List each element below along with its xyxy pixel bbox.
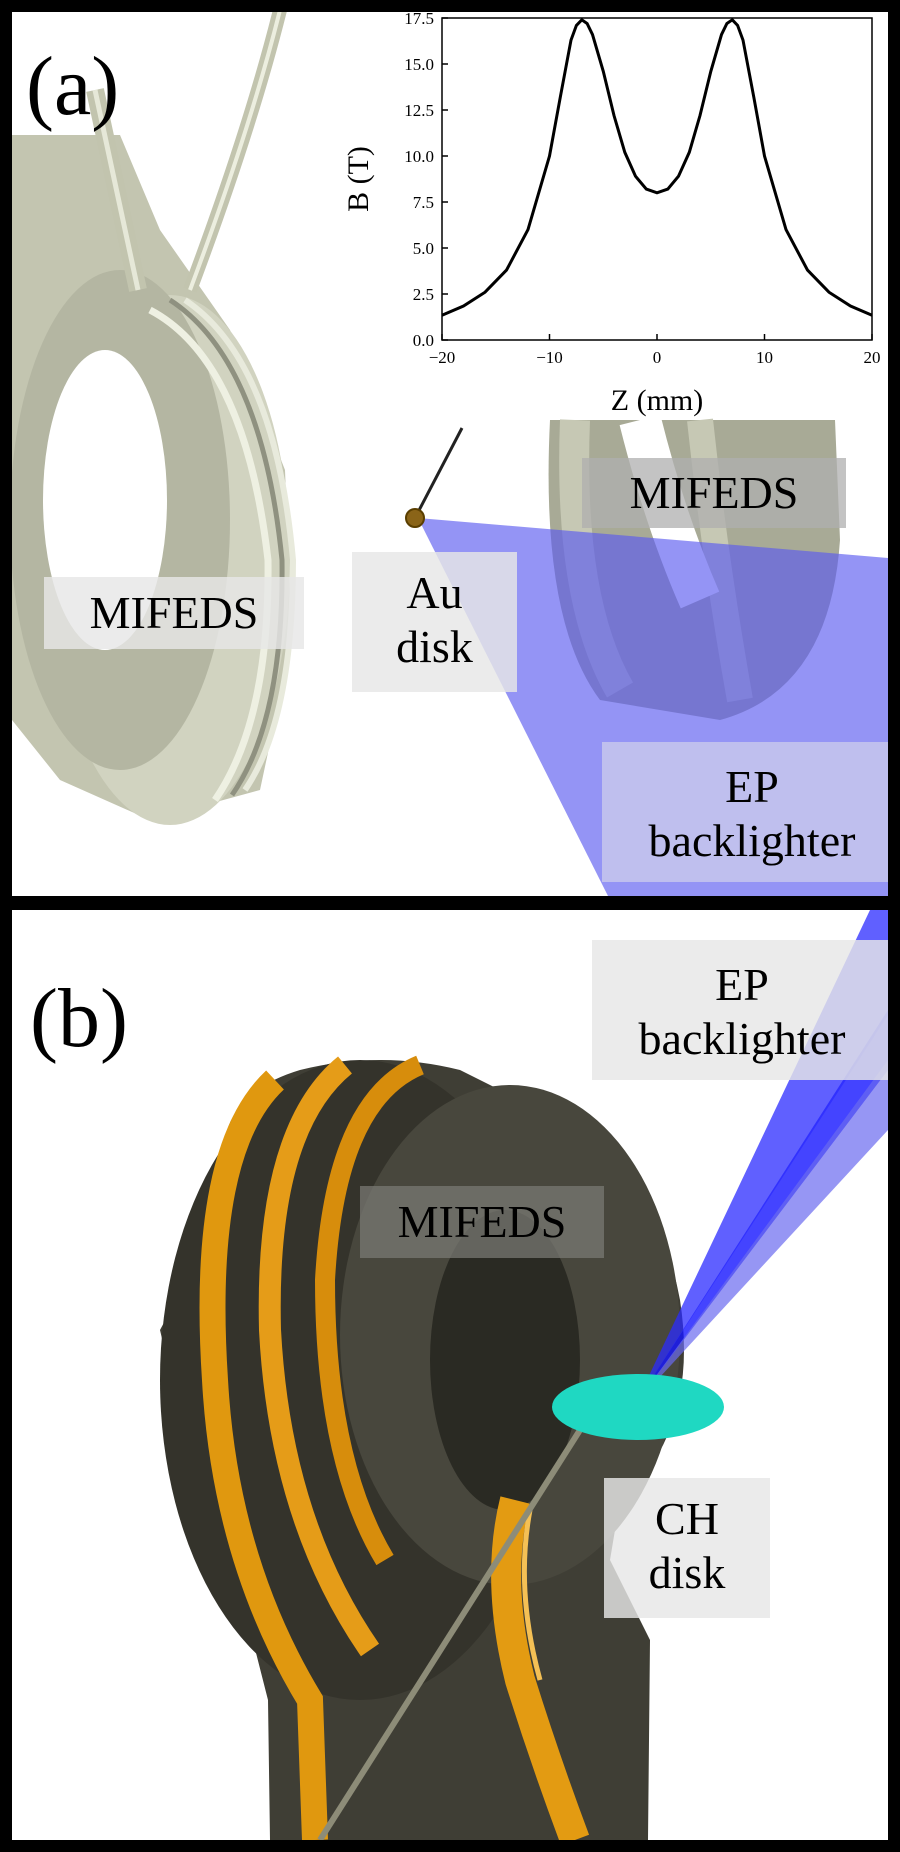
y-tick-label: 15.0: [404, 55, 434, 74]
y-tick-label: 5.0: [413, 239, 434, 258]
label-ep-a-line1: EP: [725, 761, 779, 812]
x-tick-label: 20: [864, 348, 881, 367]
panel-a-letter: (a): [26, 40, 120, 133]
au-disk-icon: [405, 508, 425, 528]
plot-frame: [441, 17, 873, 341]
coil-wires-b: [199, 1055, 590, 1840]
label-ch-line2: disk: [648, 1547, 726, 1599]
panel-b: (b) MIFEDS EP backlighter CH disk: [0, 898, 900, 1852]
x-tick-label: 10: [756, 348, 773, 367]
y-tick-label: 7.5: [413, 193, 434, 212]
field-profile-line: [441, 17, 873, 317]
label-ch-disk: CH disk: [604, 1478, 770, 1618]
y-tick-label: 17.5: [404, 12, 434, 28]
y-tick-label: 10.0: [404, 147, 434, 166]
label-au-disk-line2: disk: [396, 621, 473, 673]
label-ep-b-line1: EP: [715, 959, 769, 1010]
ep-beam-b-halo: [636, 1060, 888, 1403]
inset-chart: −20 −10 0 10 20 0.0 2.5 5.0 7.5 10.0 12.5 15.0 17.5…: [342, 12, 881, 417]
ch-disk-stalk: [317, 1428, 583, 1840]
panel-b-letter: (b): [30, 972, 128, 1065]
au-disk-stalk: [413, 427, 464, 519]
y-axis-label: B (T): [342, 146, 375, 212]
label-mifeds-right: MIFEDS: [582, 458, 846, 528]
label-au-disk: Au disk: [352, 552, 517, 692]
label-ep-backlighter-a: EP backlighter: [602, 742, 888, 882]
label-ep-b-line2: backlighter: [638, 1013, 846, 1065]
x-tick-label: 0: [653, 348, 662, 367]
y-tick-label: 2.5: [413, 285, 434, 304]
label-au-disk-line1: Au: [406, 567, 463, 618]
y-tick-label: 0.0: [413, 331, 434, 350]
x-tick-label: −10: [536, 348, 563, 367]
y-tick-label: 12.5: [404, 101, 434, 120]
panel-a: −20 −10 0 10 20 0.0 2.5 5.0 7.5 10.0 12.5 15.0 17.5…: [0, 0, 900, 908]
mifeds-coil-b: [160, 1060, 684, 1840]
x-tick-label: −20: [429, 348, 456, 367]
label-ep-a-line2: backlighter: [648, 815, 856, 867]
x-axis-label: Z (mm): [611, 384, 703, 417]
ch-disk-icon: [552, 1374, 724, 1440]
label-ch-line1: CH: [655, 1493, 719, 1544]
label-mifeds-left: MIFEDS: [44, 577, 304, 649]
label-ep-backlighter-b: EP backlighter: [592, 940, 888, 1080]
label-mifeds-b: MIFEDS: [360, 1186, 604, 1258]
